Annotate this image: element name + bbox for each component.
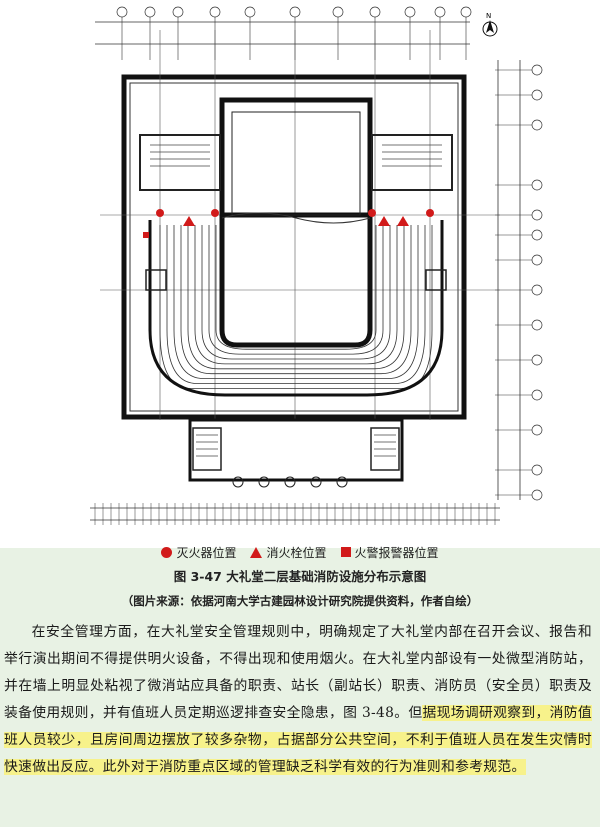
axis-bubble <box>116 6 128 18</box>
seat-row <box>194 225 398 365</box>
alarm-marker <box>143 232 149 238</box>
axis-bubble <box>531 319 543 331</box>
axis-bubble <box>289 6 301 18</box>
entrance-columns <box>232 476 348 488</box>
axis-bubble <box>531 229 543 241</box>
axis-bubble <box>404 6 416 18</box>
stair-treads-top <box>150 144 442 167</box>
square-icon <box>340 547 351 557</box>
hydrant-marker <box>397 216 409 226</box>
axis-bubble <box>531 489 543 501</box>
figure-source: （图片来源：依据河南大学古建园林设计研究院提供资料，作者自绘） <box>121 594 479 608</box>
stage-curve <box>221 212 371 224</box>
stage-inner <box>231 111 361 216</box>
entrance-block <box>188 418 404 482</box>
stage-block <box>219 97 373 218</box>
seat-row <box>166 225 426 384</box>
extinguisher-marker <box>156 209 164 217</box>
right-lower-stair <box>370 427 400 471</box>
hydrant-marker <box>183 216 195 226</box>
outer-wall <box>121 74 467 420</box>
axis-bubble <box>531 119 543 131</box>
seat-row <box>180 225 412 375</box>
axis-bubble <box>332 6 344 18</box>
body-paragraph: 在安全管理方面，在大礼堂安全管理规则中，明确规定了大礼堂内部在召开会议、报告和举… <box>4 619 592 781</box>
figure-caption: 图 3-47 大礼堂二层基础消防设施分布示意图 <box>173 569 427 584</box>
seat-row <box>201 225 391 360</box>
extinguisher-marker <box>368 209 376 217</box>
right-stair-room <box>371 134 453 191</box>
figure-legend: 灭火器位置 消火栓位置 火警报警器位置 <box>0 541 600 563</box>
left-stair-room <box>139 134 221 191</box>
extinguisher-marker <box>426 209 434 217</box>
axis-bubble <box>531 354 543 366</box>
seat-row <box>208 225 384 355</box>
fire-markers <box>143 209 434 238</box>
top-dimension-grid <box>95 6 472 60</box>
north-arrow-icon <box>486 20 494 33</box>
floor-plan-figure: N <box>0 0 600 548</box>
axis-bubble <box>369 6 381 18</box>
circle-icon <box>161 546 173 558</box>
axis-bubble <box>460 6 472 18</box>
seat-row <box>187 225 405 370</box>
central-hall-wall <box>219 215 373 348</box>
left-box-room <box>145 269 167 291</box>
axis-bubble <box>244 6 256 18</box>
legend-extinguisher: 灭火器位置 <box>161 544 236 561</box>
axis-bubble <box>531 89 543 101</box>
seat-row <box>215 225 377 350</box>
seat-row <box>159 225 433 389</box>
seat-row <box>173 225 419 379</box>
axis-bubble <box>531 64 543 76</box>
triangle-icon <box>250 546 263 558</box>
axis-bubble <box>531 254 543 266</box>
extinguisher-marker <box>211 209 219 217</box>
left-lower-stair <box>192 427 222 471</box>
legend-hydrant: 消火栓位置 <box>250 544 327 561</box>
legend-alarm: 火警报警器位置 <box>340 544 439 561</box>
axis-bubble <box>531 389 543 401</box>
balcony-seating <box>159 225 433 389</box>
axis-bubble <box>531 284 543 296</box>
axis-bubble <box>434 6 446 18</box>
axis-bubble <box>172 6 184 18</box>
axis-bubble <box>531 464 543 476</box>
axis-bubble <box>531 179 543 191</box>
right-dimension-grid <box>495 60 543 501</box>
axis-bubble <box>531 424 543 436</box>
floor-plan-drawing: N <box>90 6 543 525</box>
lower-stair-treads <box>196 434 396 457</box>
hydrant-marker <box>378 216 390 226</box>
balcony-edge <box>148 220 444 397</box>
axis-bubble <box>209 6 221 18</box>
body-text-plain: 在安全管理方面，在大礼堂安全管理规则中，明确规定了大礼堂内部在召开会议、报告和举… <box>4 624 592 721</box>
north-label: N <box>486 12 491 20</box>
axis-bubble <box>531 209 543 221</box>
inner-wall-line <box>129 82 459 412</box>
axis-bubble <box>144 6 156 18</box>
right-box-room <box>425 269 447 291</box>
bottom-dimension-grid <box>90 503 500 525</box>
